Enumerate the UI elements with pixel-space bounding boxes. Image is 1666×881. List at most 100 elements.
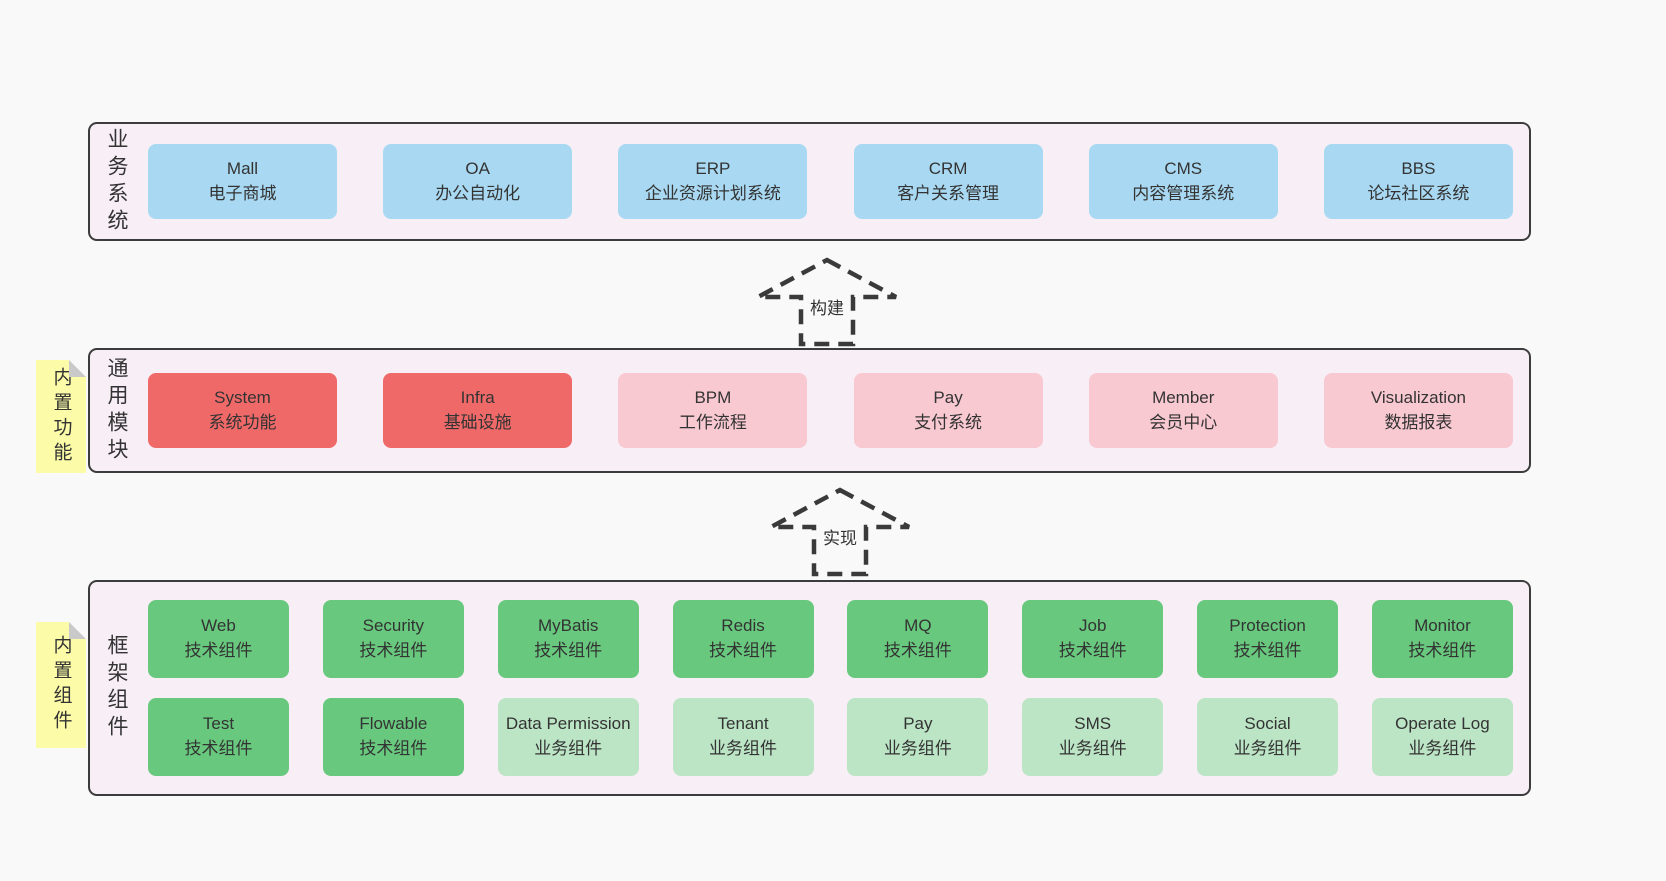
box-title: Social — [1244, 714, 1291, 734]
box-pay-component: Pay 业务组件 — [847, 698, 989, 776]
box-title: Infra — [460, 387, 495, 407]
build-arrow-icon: 构建 — [754, 256, 900, 348]
business-systems-panel-label: 业务系统 — [105, 127, 128, 236]
tech-components-row: Web 技术组件 Security 技术组件 MyBatis 技术组件 Redi… — [148, 600, 1513, 678]
box-title: Web — [201, 616, 236, 636]
box-subtitle: 技术组件 — [184, 641, 253, 660]
box-title: Pay — [933, 387, 963, 407]
box-monitor: Monitor 技术组件 — [1371, 600, 1513, 678]
box-tenant: Tenant 业务组件 — [672, 698, 814, 776]
framework-components-rows: Web 技术组件 Security 技术组件 MyBatis 技术组件 Redi… — [131, 600, 1529, 776]
box-title: Monitor — [1414, 616, 1471, 636]
box-oa: OA 办公自动化 — [383, 144, 573, 219]
sticky-note-label: 内置组件 — [50, 635, 72, 735]
sticky-note-label: 内置功能 — [50, 366, 72, 467]
business-systems-box-row: Mall 电子商城 OA 办公自动化 ERP 企业资源计划系统 CRM 客户关系… — [131, 144, 1529, 219]
box-subtitle: 技术组件 — [709, 641, 778, 660]
box-operate-log: Operate Log 业务组件 — [1371, 698, 1513, 776]
box-title: Job — [1079, 616, 1107, 636]
box-subtitle: 系统功能 — [208, 412, 277, 432]
box-title: Data Permission — [505, 714, 631, 734]
box-web: Web 技术组件 — [148, 600, 289, 678]
box-subtitle: 技术组件 — [883, 641, 952, 660]
box-bpm: BPM 工作流程 — [618, 373, 808, 448]
implement-arrow-label: 实现 — [819, 523, 861, 550]
build-arrow-label: 构建 — [806, 293, 848, 320]
folded-corner — [69, 622, 86, 639]
box-protection: Protection 技术组件 — [1197, 600, 1339, 678]
box-erp: ERP 企业资源计划系统 — [618, 144, 808, 219]
box-title: CMS — [1164, 158, 1203, 178]
box-title: BBS — [1401, 158, 1436, 178]
box-title: Test — [202, 714, 235, 734]
box-subtitle: 论坛社区系统 — [1367, 183, 1470, 203]
box-redis: Redis 技术组件 — [672, 600, 814, 678]
box-mybatis: MyBatis 技术组件 — [497, 600, 639, 678]
box-subtitle: 内容管理系统 — [1132, 183, 1235, 203]
box-subtitle: 技术组件 — [1408, 641, 1477, 660]
box-job: Job 技术组件 — [1022, 600, 1164, 678]
box-title: Mall — [226, 158, 259, 178]
implement-arrow-icon: 实现 — [767, 486, 913, 578]
box-subtitle: 业务组件 — [534, 739, 603, 758]
box-title: System — [214, 387, 271, 407]
box-title: Flowable — [359, 714, 428, 734]
box-bbs: BBS 论坛社区系统 — [1323, 144, 1513, 219]
box-data-permission: Data Permission 业务组件 — [497, 698, 639, 776]
box-title: ERP — [695, 158, 731, 178]
box-subtitle: 技术组件 — [534, 641, 603, 660]
box-crm: CRM 客户关系管理 — [853, 144, 1043, 219]
box-subtitle: 业务组件 — [709, 739, 778, 758]
box-infra: Infra 基础设施 — [383, 373, 573, 448]
box-visualization: Visualization 数据报表 — [1323, 373, 1513, 448]
box-title: MyBatis — [537, 616, 599, 636]
box-subtitle: 会员中心 — [1149, 412, 1218, 432]
box-title: Visualization — [1370, 387, 1466, 407]
box-subtitle: 工作流程 — [678, 412, 747, 432]
box-subtitle: 客户关系管理 — [897, 183, 1000, 203]
box-title: OA — [465, 158, 490, 178]
box-subtitle: 业务组件 — [1058, 739, 1127, 758]
box-mq: MQ 技术组件 — [847, 600, 989, 678]
box-mall: Mall 电子商城 — [148, 144, 337, 219]
box-cms: CMS 内容管理系统 — [1088, 144, 1278, 219]
box-title: CRM — [928, 158, 968, 178]
box-subtitle: 业务组件 — [1408, 739, 1477, 758]
common-modules-panel: 通用模块 System 系统功能 Infra 基础设施 BPM 工作流程 Pay… — [88, 348, 1531, 473]
box-subtitle: 技术组件 — [359, 739, 428, 758]
box-subtitle: 业务组件 — [1233, 739, 1302, 758]
box-subtitle: 技术组件 — [184, 739, 253, 758]
folded-corner — [69, 360, 86, 377]
box-title: Pay — [903, 714, 933, 734]
box-title: Protection — [1229, 616, 1306, 636]
box-title: MQ — [904, 616, 932, 636]
sticky-note-builtin-features: 内置功能 — [36, 360, 86, 473]
box-sms: SMS 业务组件 — [1022, 698, 1164, 776]
box-test: Test 技术组件 — [148, 698, 289, 776]
box-title: Security — [362, 616, 425, 636]
box-title: Tenant — [717, 714, 769, 734]
business-systems-panel: 业务系统 Mall 电子商城 OA 办公自动化 ERP 企业资源计划系统 CRM… — [88, 122, 1531, 241]
box-subtitle: 技术组件 — [1233, 641, 1302, 660]
box-subtitle: 电子商城 — [208, 183, 277, 203]
box-subtitle: 办公自动化 — [435, 183, 521, 203]
box-subtitle: 支付系统 — [914, 412, 983, 432]
box-title: Redis — [721, 616, 765, 636]
box-title: Operate Log — [1395, 714, 1490, 734]
box-title: SMS — [1074, 714, 1112, 734]
common-modules-box-row: System 系统功能 Infra 基础设施 BPM 工作流程 Pay 支付系统… — [131, 373, 1529, 448]
box-subtitle: 企业资源计划系统 — [644, 183, 781, 203]
common-modules-panel-label: 通用模块 — [105, 356, 128, 465]
box-flowable: Flowable 技术组件 — [322, 698, 464, 776]
sticky-note-builtin-components: 内置组件 — [36, 622, 86, 748]
box-subtitle: 技术组件 — [1058, 641, 1127, 660]
box-social: Social 业务组件 — [1197, 698, 1339, 776]
box-subtitle: 基础设施 — [443, 412, 512, 432]
framework-components-panel-label: 框架组件 — [105, 634, 128, 742]
box-pay: Pay 支付系统 — [853, 373, 1043, 448]
box-title: Member — [1152, 387, 1215, 407]
dashed-up-arrow-icon — [769, 487, 911, 577]
box-title: BPM — [694, 387, 732, 407]
framework-components-panel: 框架组件 Web 技术组件 Security 技术组件 MyBatis 技术组件… — [88, 580, 1531, 796]
box-subtitle: 数据报表 — [1384, 412, 1453, 432]
